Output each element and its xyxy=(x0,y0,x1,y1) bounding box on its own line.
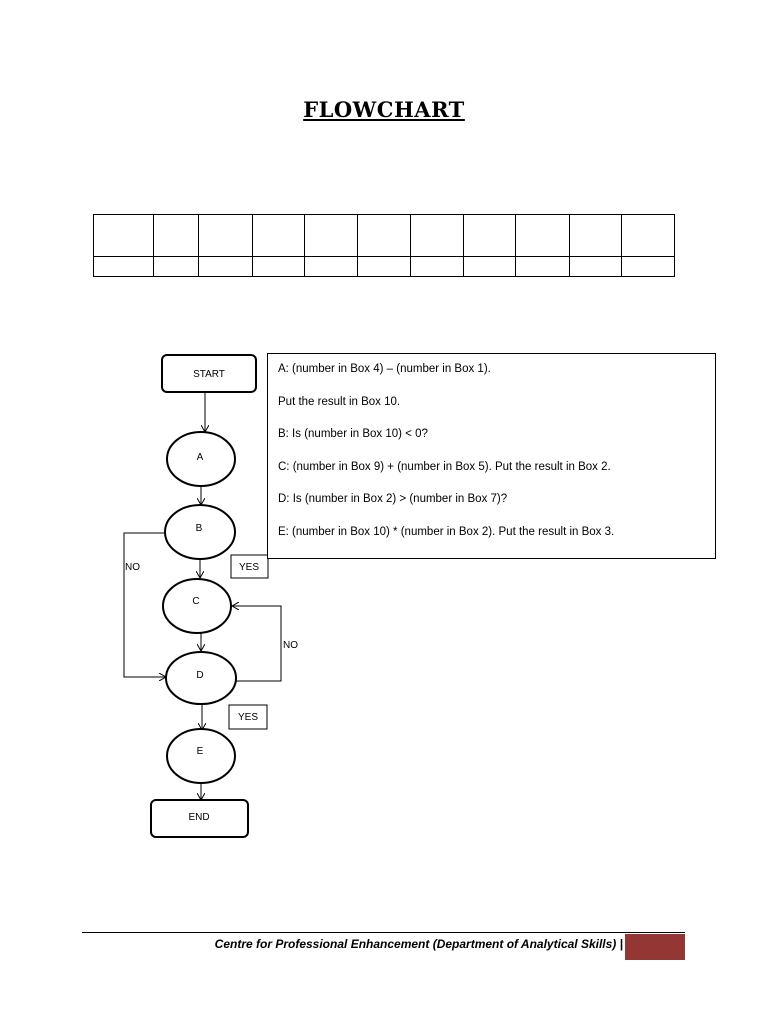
d-yes-label: YES xyxy=(238,712,258,723)
start-node: START xyxy=(161,354,257,393)
instruction-c: C: (number in Box 9) + (number in Box 5)… xyxy=(278,460,611,473)
box-label-cell xyxy=(620,256,676,277)
process-node-e: E xyxy=(166,728,236,784)
d-no-label: NO xyxy=(283,640,298,651)
box-cell[interactable] xyxy=(92,214,155,257)
box-label-cell xyxy=(92,256,155,277)
box-cell[interactable] xyxy=(356,214,412,257)
arrow-b-no-to-d xyxy=(123,532,166,677)
process-node-a: A xyxy=(166,431,236,487)
arrow-d-no-to-c xyxy=(232,606,282,682)
node-a-label: A xyxy=(197,452,204,463)
box-cell[interactable] xyxy=(568,214,622,257)
d-yes-label-box: YES xyxy=(228,704,268,730)
box-label-cell xyxy=(251,256,305,277)
instruction-e: E: (number in Box 10) * (number in Box 2… xyxy=(278,525,615,538)
box-cell[interactable] xyxy=(251,214,305,257)
box-label-cell xyxy=(463,256,517,277)
instruction-a-result: Put the result in Box 10. xyxy=(278,395,401,408)
instruction-b: B: Is (number in Box 10) < 0? xyxy=(278,428,428,440)
box-cell[interactable] xyxy=(620,214,676,257)
table-row xyxy=(92,256,676,277)
node-e-label: E xyxy=(197,746,204,757)
node-b-label: B xyxy=(196,523,203,534)
box-cell[interactable] xyxy=(515,214,570,257)
decision-node-d: D xyxy=(165,651,237,705)
box-cell[interactable] xyxy=(463,214,517,257)
end-label: END xyxy=(188,812,209,823)
instruction-d: D: Is (number in Box 2) > (number in Box… xyxy=(278,493,508,505)
node-d-label: D xyxy=(196,670,203,681)
b-no-label: NO xyxy=(125,562,140,573)
page-title: FLOWCHART xyxy=(303,97,465,122)
node-c-label: C xyxy=(192,596,199,607)
box-cell[interactable] xyxy=(153,214,200,257)
answer-boxes-table xyxy=(92,214,676,277)
instruction-a: A: (number in Box 4) – (number in Box 1)… xyxy=(278,363,491,375)
footer-text: Centre for Professional Enhancement (Dep… xyxy=(214,937,623,951)
footer-accent-bar xyxy=(625,934,685,960)
start-label: START xyxy=(193,369,225,380)
end-node: END xyxy=(150,799,249,838)
box-cell[interactable] xyxy=(410,214,465,257)
instructions-box: A: (number in Box 4) – (number in Box 1)… xyxy=(267,353,716,559)
process-node-c: C xyxy=(162,578,232,634)
footer-divider xyxy=(82,932,685,933)
b-yes-label: YES xyxy=(239,562,259,573)
decision-node-b: B xyxy=(164,504,236,560)
b-yes-label-box: YES xyxy=(230,554,269,579)
